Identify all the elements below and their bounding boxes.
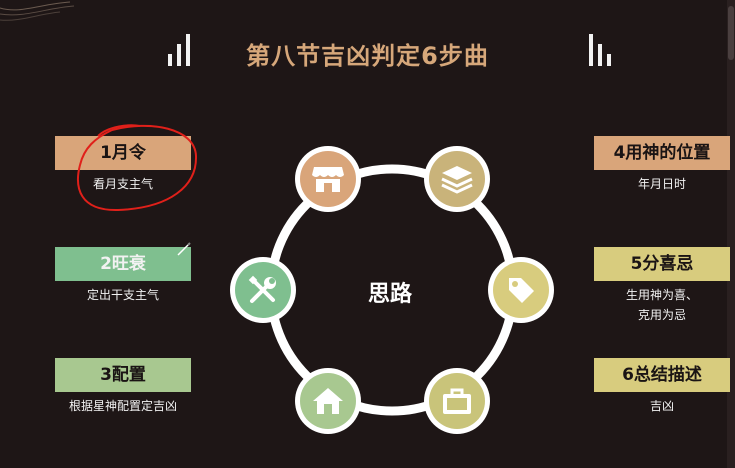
step-label: 3配置 — [55, 358, 191, 392]
tag-icon — [509, 278, 534, 303]
step-desc: 生用神为喜、克用为忌 — [625, 288, 698, 322]
cycle-node-store — [295, 146, 361, 212]
step-desc: 根据星神配置定吉凶 — [68, 399, 177, 413]
decorative-swirl — [0, 0, 80, 40]
bar-chart-icon-left — [168, 34, 190, 66]
cycle-node-home — [295, 368, 361, 434]
scrollbar-track[interactable] — [727, 0, 735, 468]
step-desc: 吉凶 — [649, 399, 674, 413]
center-label: 思路 — [367, 282, 412, 307]
step-label: 6总结描述 — [594, 358, 730, 392]
cycle-node-briefcase — [424, 368, 490, 434]
step-desc: 年月日时 — [637, 177, 686, 191]
step-5: 5分喜忌 生用神为喜、克用为忌 — [594, 247, 730, 325]
step-label: 2旺衰 — [55, 247, 191, 281]
step-6: 6总结描述 吉凶 — [594, 358, 730, 416]
store-icon — [312, 167, 344, 192]
step-2: 2旺衰 定出干支主气 — [55, 247, 191, 305]
step-desc: 定出干支主气 — [86, 288, 159, 302]
tools-icon — [248, 275, 276, 303]
cycle-node-tools — [230, 257, 296, 323]
step-desc: 看月支主气 — [92, 177, 153, 191]
page-title: 第八节吉凶判定6步曲 — [246, 42, 489, 70]
layers-icon — [441, 166, 473, 194]
scrollbar-thumb[interactable] — [728, 6, 734, 60]
bar-chart-icon-right — [589, 34, 611, 66]
step-label: 4用神的位置 — [594, 136, 730, 170]
cycle-node-layers — [424, 146, 490, 212]
step-label: 5分喜忌 — [594, 247, 730, 281]
home-icon — [313, 388, 343, 414]
step-1: 1月令 看月支主气 — [55, 136, 191, 194]
step-3: 3配置 根据星神配置定吉凶 — [55, 358, 191, 416]
cycle-node-tag — [488, 257, 554, 323]
step-4: 4用神的位置 年月日时 — [594, 136, 730, 194]
briefcase-icon — [443, 388, 471, 414]
step-label: 1月令 — [55, 136, 191, 170]
